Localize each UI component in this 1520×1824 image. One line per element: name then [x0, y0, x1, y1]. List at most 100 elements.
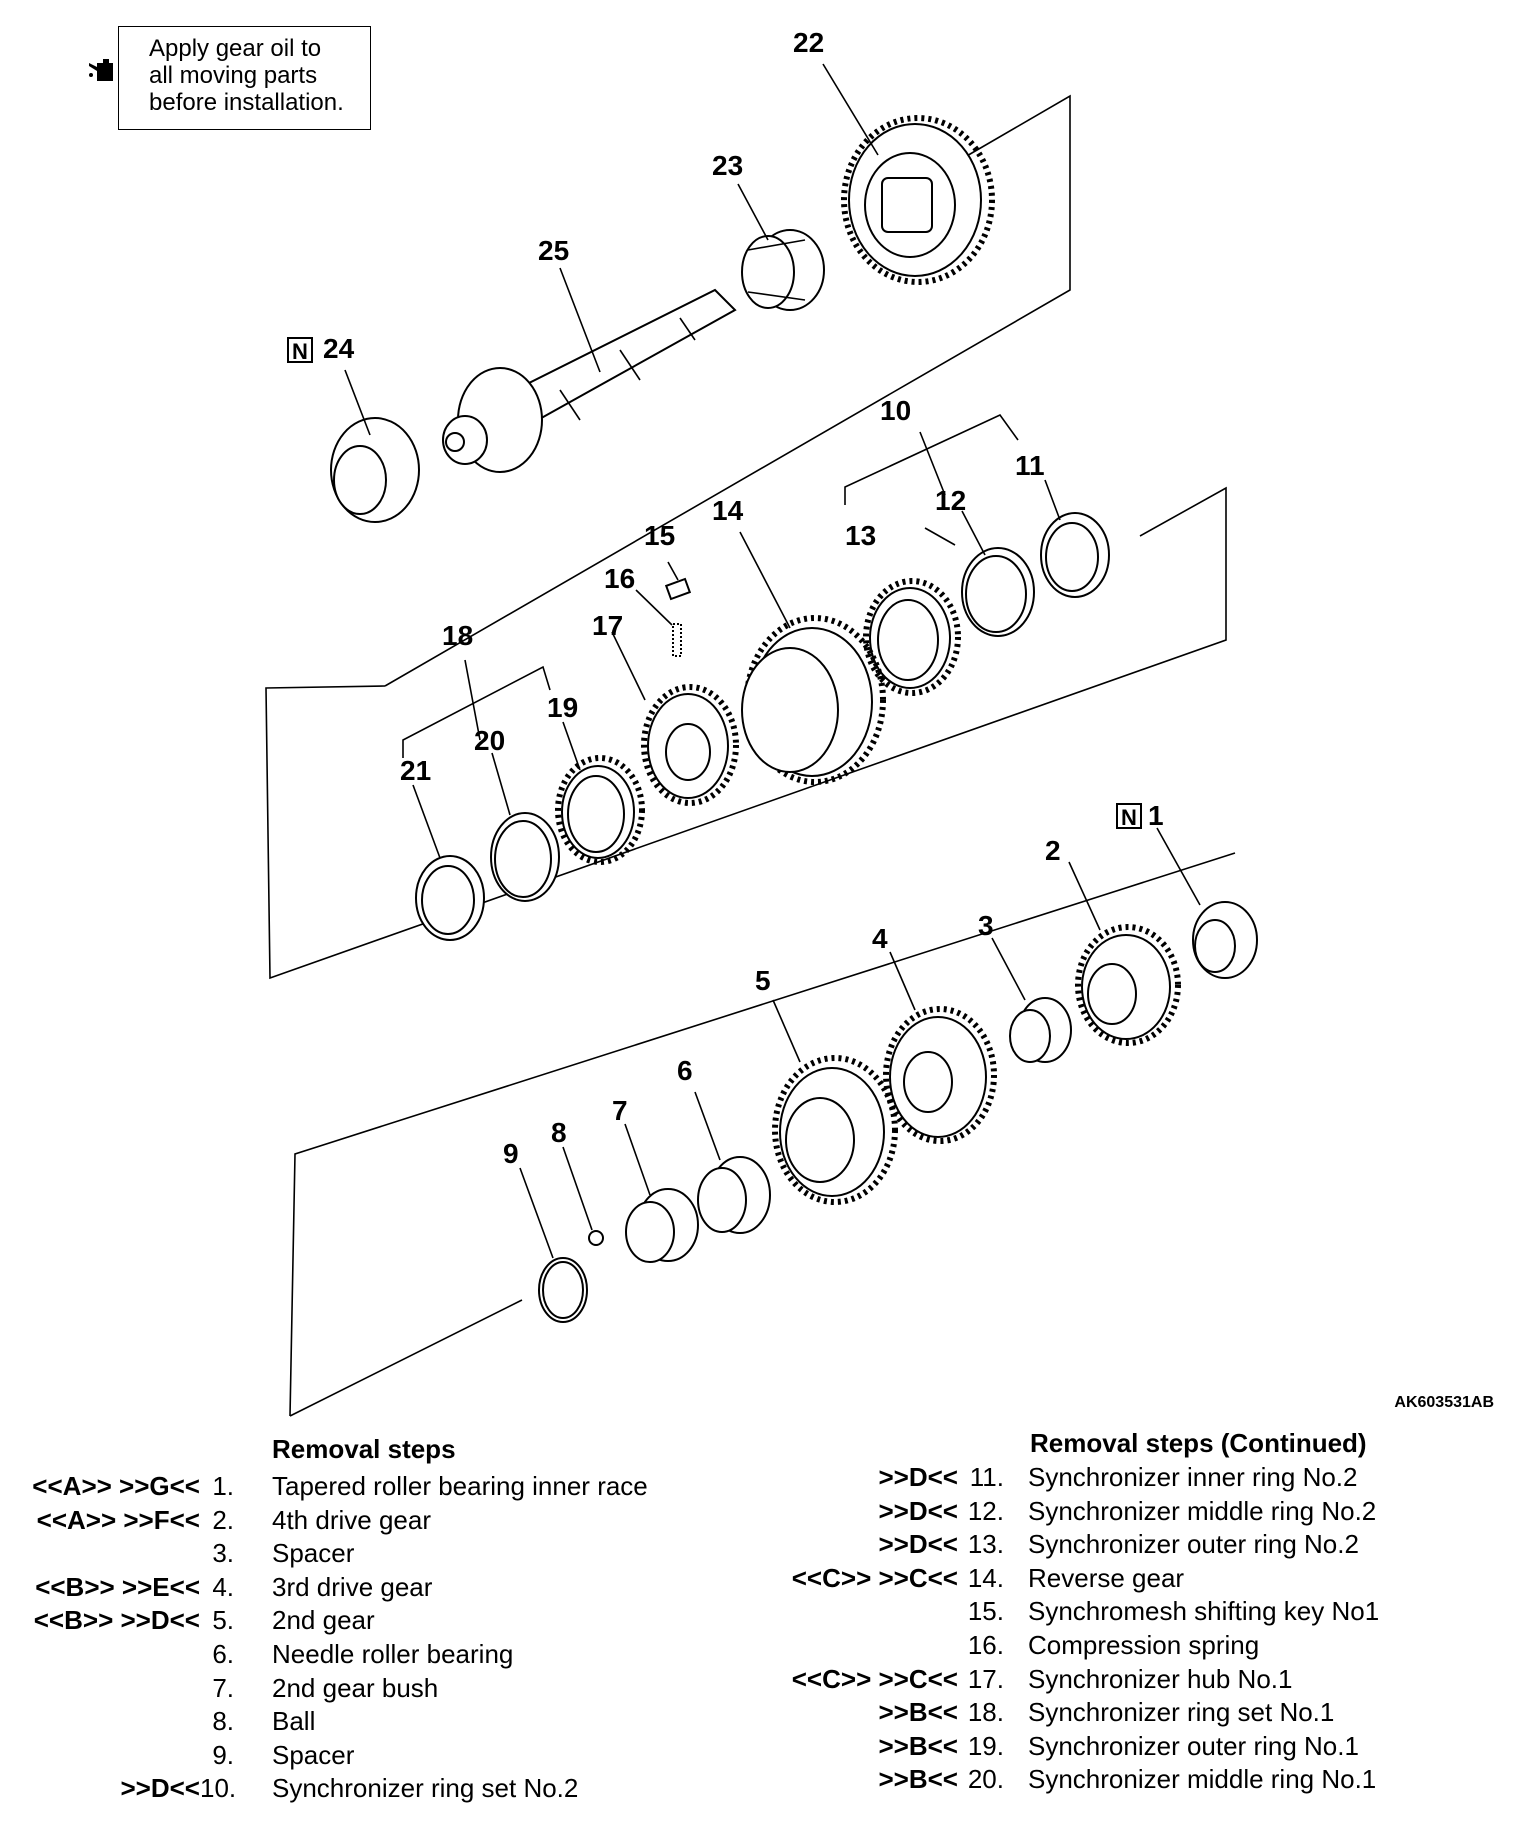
- step-row: <<C>> >>C<<17.Synchronizer hub No.1: [0, 1662, 1520, 1696]
- part-4-3rd-drive-gear: [883, 1006, 997, 1144]
- callout-23: 23: [712, 150, 743, 181]
- part-19-outer-ring: [555, 755, 645, 865]
- step-row: >>B<<19.Synchronizer outer ring No.1: [0, 1729, 1520, 1763]
- step-number: 8.: [212, 1706, 234, 1737]
- part-5-2nd-gear: [772, 1055, 898, 1205]
- step-label: Spacer: [272, 1538, 355, 1569]
- step-number: 10.: [200, 1773, 237, 1804]
- callout-22: 22: [793, 27, 824, 58]
- callout-11: 11: [1015, 450, 1045, 481]
- step-number: 5.: [212, 1605, 234, 1636]
- step-label: Needle roller bearing: [272, 1639, 514, 1669]
- callout-7: 7: [612, 1095, 628, 1126]
- step-label: 2nd gear bush: [272, 1672, 439, 1703]
- step-label: Synchronizer middle ring No.2: [1028, 1495, 1377, 1526]
- step-label: Synchronizer outer ring No.1: [1028, 1730, 1359, 1761]
- step-row: <<B>> >>D<<5.2nd gear: [0, 1603, 1520, 1637]
- step-codes: >>B<<: [878, 1764, 958, 1795]
- part-16-spring: [672, 623, 682, 657]
- step-number: 7.: [212, 1672, 234, 1703]
- callout-8: 8: [551, 1117, 567, 1148]
- step-number: 13.: [967, 1529, 1004, 1560]
- step-number: 20.: [967, 1764, 1004, 1795]
- step-row: 15.Synchromesh shifting key No1: [0, 1594, 1520, 1628]
- part-22-gear: [841, 115, 995, 285]
- note-text: Apply gear oil to all moving parts befor…: [149, 35, 344, 116]
- step-row: <<A>> >>F<<2.4th drive gear: [0, 1503, 1520, 1537]
- part-24-tapered-bearing: [330, 417, 420, 523]
- step-codes: >>D<<: [120, 1773, 200, 1804]
- callout-15: 15: [644, 520, 675, 551]
- step-row: 7. 2nd gear bush: [0, 1671, 1520, 1705]
- callout-13: 13: [845, 520, 876, 551]
- step-number: 16.: [967, 1630, 1004, 1660]
- step-label: Synchronizer inner ring No.2: [1028, 1462, 1358, 1492]
- step-label: Synchronizer hub No.1: [1028, 1663, 1293, 1694]
- new-part-marker-24: N: [287, 337, 313, 364]
- part-8-ball: [588, 1230, 604, 1246]
- step-label: 4th drive gear: [272, 1504, 431, 1535]
- step-number: 9.: [212, 1739, 234, 1770]
- callout-14: 14: [712, 495, 744, 526]
- step-label: Synchronizer ring set No.2: [272, 1773, 579, 1804]
- step-codes: <<C>> >>C<<: [791, 1562, 958, 1593]
- leader-lines: [344, 63, 1201, 1259]
- part-1-tapered-bearing-race: [1192, 901, 1258, 979]
- callout-5: 5: [755, 965, 771, 996]
- step-label: Synchronizer outer ring No.2: [1028, 1529, 1359, 1560]
- callout-19: 19: [547, 692, 578, 723]
- callout-1: 1: [1148, 800, 1164, 831]
- callout-20: 20: [474, 725, 505, 756]
- figure-id: AK603531AB: [1394, 1394, 1494, 1411]
- step-codes: <<B>> >>D<<: [33, 1605, 200, 1636]
- step-row: <<B>> >>E<<4.3rd drive gear: [0, 1570, 1520, 1604]
- part-13-outer-ring: [863, 578, 961, 696]
- step-label: Synchronizer middle ring No.1: [1028, 1764, 1377, 1795]
- note-line-2: all moving parts: [149, 62, 318, 89]
- part-23-needle-bearing: [741, 229, 825, 311]
- part-14-reverse-gear: [741, 615, 886, 785]
- step-label: Tapered roller bearing inner race: [272, 1471, 648, 1501]
- part-21-inner-ring: [415, 855, 485, 941]
- step-codes: <<B>> >>E<<: [35, 1571, 200, 1602]
- new-part-marker-1: N: [1116, 803, 1142, 830]
- steps-left-title: Removal steps: [272, 1434, 456, 1464]
- part-17-synchronizer-hub: [641, 684, 739, 806]
- step-row: 6. Needle roller bearing: [0, 1637, 1520, 1671]
- step-label: Ball: [272, 1706, 316, 1737]
- callout-3: 3: [978, 910, 994, 941]
- group-frame-top: [384, 94, 1071, 687]
- callout-25: 25: [538, 235, 569, 266]
- step-codes: >>B<<: [878, 1697, 958, 1728]
- step-number: 2.: [212, 1504, 234, 1535]
- callout-9: 9: [503, 1138, 519, 1169]
- step-codes: >>D<<: [878, 1462, 958, 1492]
- step-label: Compression spring: [1028, 1630, 1260, 1660]
- step-row: >>D<<10. Synchronizer ring set No.2: [0, 1771, 1520, 1805]
- callout-4: 4: [872, 923, 888, 954]
- callout-10: 10: [880, 395, 911, 426]
- part-15-shifting-key: [664, 577, 692, 601]
- group-frame-middle: [265, 486, 1227, 980]
- step-codes: >>D<<: [878, 1495, 958, 1526]
- step-number: 11.: [969, 1462, 1004, 1492]
- part-12-middle-ring: [961, 547, 1035, 637]
- step-number: 19.: [967, 1730, 1004, 1761]
- step-row: >>D<< 12. Synchronizer middle ring No.2: [0, 1494, 1520, 1528]
- callout-6: 6: [677, 1055, 693, 1086]
- step-number: 14.: [967, 1562, 1004, 1593]
- callout-18: 18: [442, 620, 473, 651]
- svg-text:N: N: [1121, 805, 1137, 830]
- part-6-needle-roller-bearing: [697, 1156, 771, 1234]
- callout-2: 2: [1045, 835, 1061, 866]
- step-row: 16. Compression spring: [0, 1628, 1520, 1662]
- step-row: >>B<<18.Synchronizer ring set No.1: [0, 1695, 1520, 1729]
- step-number: 15.: [967, 1596, 1004, 1627]
- callout-21: 21: [400, 755, 431, 786]
- step-codes: <<A>> >>G<<: [32, 1471, 200, 1501]
- step-number: 6.: [212, 1639, 234, 1669]
- step-label: Reverse gear: [1028, 1562, 1185, 1593]
- part-11-inner-ring: [1040, 512, 1110, 598]
- step-number: 3.: [212, 1538, 234, 1569]
- step-number: 12.: [967, 1495, 1004, 1526]
